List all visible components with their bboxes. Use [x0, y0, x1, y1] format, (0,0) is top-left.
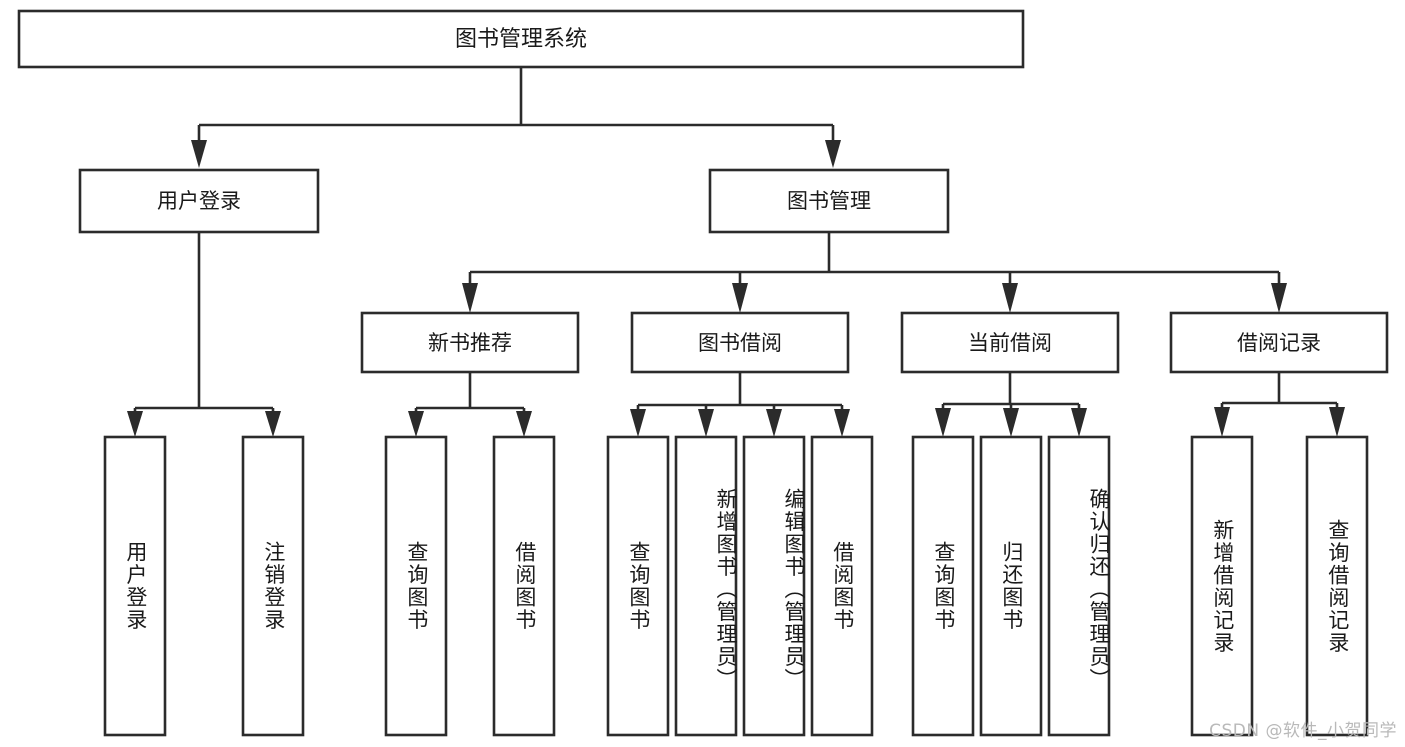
node-current-box[interactable] [900, 311, 1120, 374]
node-leaf-records-add-box[interactable] [1190, 435, 1254, 737]
node-current[interactable]: 当前借阅 [900, 311, 1120, 374]
arrow-head-borrow-leaf-3 [766, 409, 782, 437]
csdn-watermark: CSDN @软件_小贺同学 [1209, 721, 1397, 741]
node-leaf-user-login-box[interactable] [103, 435, 167, 737]
arrow-head-borrow-leaf-4 [834, 409, 850, 437]
node-newbook-box[interactable] [360, 311, 580, 374]
arrow-head-borrow-leaf-1 [630, 409, 646, 437]
arrow-head-bookmgmt-borrow [732, 283, 748, 313]
arrow-head-newbook-leaf-1 [408, 411, 424, 437]
node-root[interactable]: 图书管理系统 [17, 9, 1025, 69]
arrow-head-bookmgmt-records [1271, 283, 1287, 313]
arrow-head-login-leaf-1 [127, 411, 143, 437]
node-leaf-newbook-query-box[interactable] [384, 435, 448, 737]
node-borrow-label: 图书借阅 [698, 331, 782, 355]
node-bookmgmt[interactable]: 图书管理 [708, 168, 950, 234]
node-borrow[interactable]: 图书借阅 [630, 311, 850, 374]
node-leaf-current-query-box[interactable] [911, 435, 975, 737]
connector-group-borrow [630, 372, 850, 437]
arrow-head-newbook-leaf-2 [516, 411, 532, 437]
node-root-box[interactable] [17, 9, 1025, 69]
connector-group-bookmgmt [462, 232, 1287, 313]
node-leaf-user-logout-box[interactable] [241, 435, 305, 737]
node-borrow-box[interactable] [630, 311, 850, 374]
node-leaf-borrow-add-box[interactable] [674, 435, 738, 737]
arrow-head-borrow-leaf-2 [698, 409, 714, 437]
arrow-head-root-to-bookmgmt [825, 140, 841, 168]
arrow-head-current-leaf-1 [935, 408, 951, 437]
node-leaf-borrow-edit-box[interactable] [742, 435, 806, 737]
node-login-box[interactable] [78, 168, 320, 234]
node-leaf-newbook-borrow-box[interactable] [492, 435, 556, 737]
arrow-head-records-leaf-1 [1214, 407, 1230, 437]
node-leaf-borrow-query-box[interactable] [606, 435, 670, 737]
node-login-label: 用户登录 [157, 189, 241, 213]
arrow-head-records-leaf-2 [1329, 407, 1345, 437]
node-newbook-label: 新书推荐 [428, 331, 512, 355]
node-bookmgmt-label: 图书管理 [787, 189, 871, 213]
node-login[interactable]: 用户登录 [78, 168, 320, 234]
node-records-label: 借阅记录 [1237, 331, 1321, 355]
node-leaf-borrow-lend-box[interactable] [810, 435, 874, 737]
node-records-box[interactable] [1169, 311, 1389, 374]
node-records[interactable]: 借阅记录 [1169, 311, 1389, 374]
arrow-head-bookmgmt-current [1002, 283, 1018, 313]
node-bookmgmt-box[interactable] [708, 168, 950, 234]
arrow-head-root-to-login [191, 140, 207, 168]
node-root-label: 图书管理系统 [455, 27, 587, 52]
node-current-label: 当前借阅 [968, 331, 1052, 355]
leaf-boxes [103, 435, 1369, 737]
connector-group-current [935, 372, 1087, 437]
node-leaf-current-confirm-box[interactable] [1047, 435, 1111, 737]
node-leaf-current-return-box[interactable] [979, 435, 1043, 737]
connector-group-records [1214, 372, 1345, 437]
connector-group-login [127, 232, 281, 437]
arrow-head-current-leaf-2 [1003, 408, 1019, 437]
arrow-head-login-leaf-2 [265, 411, 281, 437]
arrow-head-bookmgmt-newbook [462, 283, 478, 313]
arrow-head-current-leaf-3 [1071, 408, 1087, 437]
connector-group-newbook [408, 372, 532, 437]
node-newbook[interactable]: 新书推荐 [360, 311, 580, 374]
connector-group-root [191, 67, 841, 168]
node-leaf-records-query-box[interactable] [1305, 435, 1369, 737]
